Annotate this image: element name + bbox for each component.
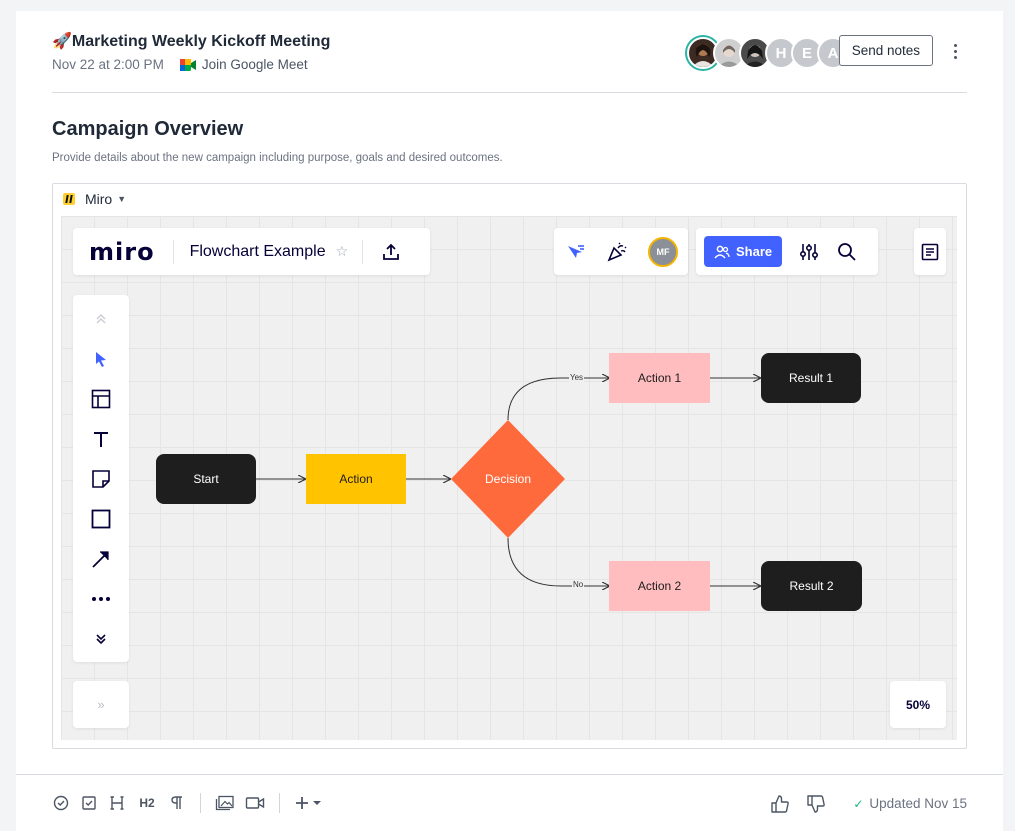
meeting-header: 🚀Marketing Weekly Kickoff Meeting Nov 22… — [52, 31, 967, 93]
more-tools-icon[interactable] — [89, 587, 113, 611]
miro-embed: Miro ▼ Yes No Start Action — [52, 183, 967, 749]
flowchart-connectors — [256, 216, 957, 740]
star-icon[interactable]: ☆ — [335, 243, 349, 259]
cursor-follow-icon[interactable] — [564, 241, 586, 263]
chevron-double-down-icon[interactable] — [89, 627, 113, 651]
node-decision[interactable]: Decision — [484, 472, 532, 486]
text-tool-icon[interactable] — [89, 427, 113, 451]
zoom-level[interactable]: 50% — [890, 681, 946, 728]
document-icon — [921, 243, 939, 260]
meeting-subline: Nov 22 at 2:00 PM Join Google Meet — [52, 57, 308, 72]
node-action[interactable]: Action — [306, 454, 406, 504]
separator — [362, 239, 364, 264]
google-meet-link[interactable]: Join Google Meet — [179, 57, 308, 72]
settings-sliders-icon[interactable] — [798, 241, 820, 263]
collaboration-toolbar: MF — [554, 228, 688, 275]
meeting-datetime: Nov 22 at 2:00 PM — [52, 57, 164, 72]
node-start[interactable]: Start — [156, 454, 256, 504]
thumbs-down-icon[interactable] — [805, 793, 827, 815]
miro-logo-icon — [63, 193, 75, 205]
chevron-down-icon: ▼ — [117, 194, 127, 204]
edge-label-yes: Yes — [569, 373, 585, 382]
insert-menu-button[interactable] — [294, 794, 324, 812]
embed-app-name: Miro — [85, 191, 113, 207]
meet-link-label: Join Google Meet — [201, 57, 308, 72]
collaborator-avatar[interactable]: MF — [648, 236, 678, 267]
upload-icon[interactable] — [381, 242, 401, 262]
heading-2-button[interactable]: H2 — [139, 796, 155, 810]
checkmark-icon: ✓ — [853, 796, 864, 811]
sticky-note-icon[interactable] — [89, 467, 113, 491]
miro-wordmark[interactable]: miro — [89, 237, 155, 266]
meeting-title[interactable]: 🚀Marketing Weekly Kickoff Meeting — [52, 31, 330, 51]
creation-toolbar — [73, 295, 129, 662]
celebrate-icon[interactable] — [606, 241, 628, 263]
attendee-avatars[interactable]: H E A — [687, 37, 849, 69]
node-action-2[interactable]: Action 2 — [609, 561, 710, 611]
rocket-icon: 🚀 — [52, 33, 72, 50]
decision-diamond[interactable] — [451, 420, 565, 538]
shape-tool-icon[interactable] — [89, 507, 113, 531]
send-notes-button[interactable]: Send notes — [838, 35, 933, 66]
note-card: 🚀Marketing Weekly Kickoff Meeting Nov 22… — [16, 11, 1003, 831]
separator — [279, 793, 280, 813]
miro-board-canvas[interactable]: Yes No Start Action Decision Action 1 Ac… — [61, 216, 957, 740]
video-icon[interactable] — [245, 794, 265, 812]
person-photo-icon — [692, 44, 714, 67]
formatting-toolbar: H2 — [52, 793, 324, 813]
node-result-2[interactable]: Result 2 — [761, 561, 862, 611]
heading-1-icon[interactable] — [108, 794, 126, 812]
meeting-title-text: Marketing Weekly Kickoff Meeting — [71, 33, 331, 50]
header-divider — [52, 92, 967, 93]
check-circle-icon[interactable] — [52, 794, 70, 812]
avatar[interactable]: E — [791, 37, 823, 69]
embed-app-selector[interactable]: Miro ▼ — [63, 191, 126, 207]
person-photo-icon — [744, 45, 766, 67]
board-actions: Share — [696, 228, 878, 275]
feedback-buttons — [769, 793, 827, 815]
separator — [200, 793, 201, 813]
templates-icon[interactable] — [89, 387, 113, 411]
save-status: ✓ Updated Nov 15 — [853, 796, 967, 811]
separator — [172, 239, 174, 264]
node-action-1[interactable]: Action 1 — [609, 353, 710, 403]
google-meet-icon — [179, 58, 196, 71]
board-navigation-toggle[interactable]: » — [73, 681, 129, 728]
connector-arrow-icon[interactable] — [89, 547, 113, 571]
thumbs-up-icon[interactable] — [769, 793, 791, 815]
more-options-icon[interactable] — [943, 37, 967, 65]
search-icon[interactable] — [836, 241, 858, 263]
miro-board-header: miro Flowchart Example ☆ — [73, 228, 430, 275]
select-cursor-icon[interactable] — [89, 347, 113, 371]
footer-divider — [16, 774, 1003, 775]
users-icon — [714, 245, 730, 259]
share-button[interactable]: Share — [704, 236, 783, 267]
notes-panel-button[interactable] — [914, 228, 946, 275]
section-description[interactable]: Provide details about the new campaign i… — [52, 152, 503, 164]
chevron-up-icon[interactable] — [89, 307, 113, 331]
node-result-1[interactable]: Result 1 — [761, 353, 861, 403]
share-label: Share — [736, 244, 773, 259]
checkbox-icon[interactable] — [80, 794, 98, 812]
board-title[interactable]: Flowchart Example — [189, 242, 326, 260]
edge-label-no: No — [572, 580, 585, 589]
image-gallery-icon[interactable] — [215, 794, 235, 812]
editor-footer: H2 ✓ Updated N — [52, 789, 967, 819]
paragraph-icon[interactable] — [168, 794, 186, 812]
person-photo-icon — [718, 45, 740, 67]
section-title[interactable]: Campaign Overview — [52, 118, 244, 140]
updated-timestamp: Updated Nov 15 — [869, 796, 967, 811]
